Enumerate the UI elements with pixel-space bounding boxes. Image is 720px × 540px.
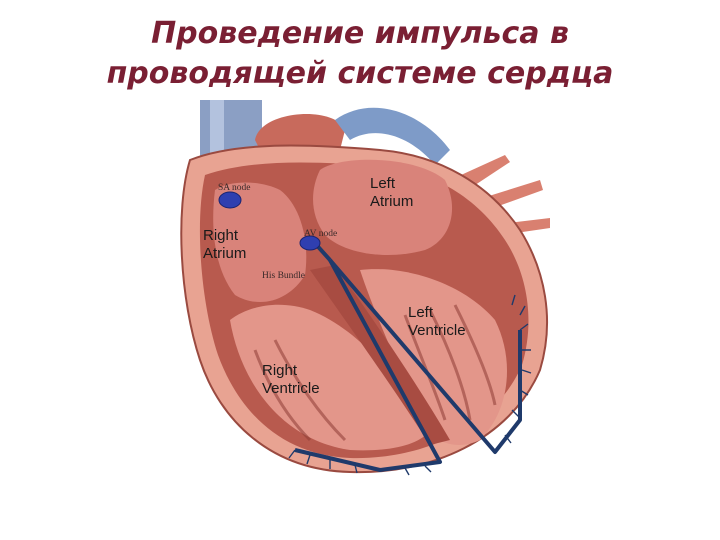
left-ventricle-chamber — [360, 269, 507, 445]
right-bundle-branch — [294, 259, 442, 472]
av-node-marker — [299, 235, 321, 251]
purkinje-fibers — [288, 294, 532, 476]
his-bundle-label: His Bundle — [262, 271, 305, 281]
title-line-2: проводящей системе сердца — [106, 56, 614, 91]
left-atrium-label-line2: Atrium — [370, 193, 413, 210]
heart-illustration: SA node Left Atrium Right Atrium AV node… — [180, 100, 550, 476]
right-atrium-label-line2: Atrium — [203, 245, 246, 262]
left-ventricle-label-line1: Left — [408, 304, 434, 321]
right-atrium-chamber — [213, 182, 307, 303]
left-atrium-label-line1: Left — [370, 175, 396, 192]
sa-node-label: SA node — [218, 183, 250, 193]
right-atrium-label-line1: Right — [203, 227, 239, 244]
left-ventricle-label-line2: Ventricle — [408, 322, 466, 339]
sa-node-marker — [218, 191, 242, 209]
left-atrium-chamber — [313, 159, 453, 255]
right-ventricle-label-line1: Right — [262, 362, 298, 379]
heart-diagram: SA node Left Atrium Right Atrium AV node… — [160, 100, 560, 510]
right-ventricle-label-line2: Ventricle — [262, 380, 320, 397]
left-bundle-branch — [328, 258, 522, 454]
title-line-1: Проведение импульса в — [151, 16, 569, 51]
slide-title: Проведение импульса в проводящей системе… — [0, 14, 720, 94]
trabeculae — [253, 304, 497, 442]
right-ventricle-chamber — [230, 304, 430, 451]
av-node-label: AV node — [304, 229, 337, 239]
